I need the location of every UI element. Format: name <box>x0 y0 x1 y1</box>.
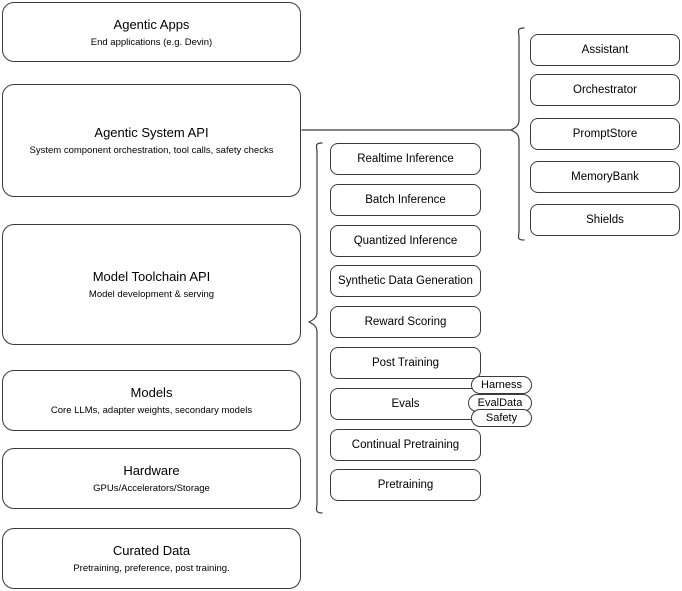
evals-chip-label: Safety <box>485 412 518 424</box>
system-components-brace-icon <box>510 27 525 241</box>
toolchain-item-label: Synthetic Data Generation <box>338 274 473 287</box>
evals-chip-harness[interactable]: Harness <box>471 376 532 394</box>
layer-title: Curated Data <box>112 543 191 558</box>
system-item-shields[interactable]: Shields <box>530 204 680 236</box>
system-item-label: Orchestrator <box>573 83 637 96</box>
layer-subtitle: End applications (e.g. Devin) <box>90 36 213 48</box>
system-item-memorybank[interactable]: MemoryBank <box>530 161 680 193</box>
layer-title: Model Toolchain API <box>92 269 211 284</box>
system-item-label: Assistant <box>581 43 629 56</box>
toolchain-item-batch-inference[interactable]: Batch Inference <box>330 184 481 216</box>
toolchain-item-label: Continual Pretraining <box>351 438 460 451</box>
layer-title: Agentic System API <box>94 125 209 140</box>
system-item-orchestrator[interactable]: Orchestrator <box>530 74 680 106</box>
layer-subtitle: Model development & serving <box>88 289 215 300</box>
layer-subtitle: GPUs/Accelerators/Storage <box>93 483 210 494</box>
system-item-label: MemoryBank <box>571 170 639 183</box>
layer-model-toolchain-api[interactable]: Model Toolchain API Model development & … <box>2 224 301 345</box>
evals-chip-label: EvalData <box>477 397 523 409</box>
evals-chip-label: Harness <box>481 379 522 391</box>
toolchain-item-label: Realtime Inference <box>357 152 454 165</box>
toolchain-item-label: Batch Inference <box>365 193 446 206</box>
toolchain-item-synthetic-data-generation[interactable]: Synthetic Data Generation <box>330 265 481 297</box>
toolchain-item-label: Quantized Inference <box>353 234 458 247</box>
toolchain-brace-icon <box>308 142 323 514</box>
layer-curated-data[interactable]: Curated Data Pretraining, preference, po… <box>2 528 301 589</box>
toolchain-item-evals[interactable]: Evals <box>330 388 481 420</box>
layer-title: Hardware <box>123 463 180 478</box>
system-item-label: Shields <box>586 213 624 226</box>
system-item-label: PromptStore <box>572 127 638 140</box>
evals-chip-safety[interactable]: Safety <box>471 409 532 427</box>
layer-subtitle: Core LLMs, adapter weights, secondary mo… <box>50 405 253 416</box>
system-item-assistant[interactable]: Assistant <box>530 34 680 66</box>
toolchain-item-label: Pretraining <box>377 478 434 491</box>
toolchain-item-post-training[interactable]: Post Training <box>330 347 481 379</box>
layer-hardware[interactable]: Hardware GPUs/Accelerators/Storage <box>2 448 301 509</box>
toolchain-item-pretraining[interactable]: Pretraining <box>330 469 481 501</box>
toolchain-item-label: Reward Scoring <box>364 315 447 328</box>
layer-agentic-apps[interactable]: Agentic Apps End applications (e.g. Devi… <box>2 2 301 62</box>
layer-title: Agentic Apps <box>113 16 190 32</box>
layer-agentic-system-api[interactable]: Agentic System API System component orch… <box>2 84 301 197</box>
layer-models[interactable]: Models Core LLMs, adapter weights, secon… <box>2 370 301 431</box>
toolchain-item-reward-scoring[interactable]: Reward Scoring <box>330 306 481 338</box>
layer-title: Models <box>130 385 173 400</box>
toolchain-item-label: Post Training <box>371 356 440 369</box>
layer-subtitle: System component orchestration, tool cal… <box>29 145 274 156</box>
toolchain-item-label: Evals <box>391 397 420 410</box>
toolchain-item-realtime-inference[interactable]: Realtime Inference <box>330 143 481 175</box>
toolchain-item-continual-pretraining[interactable]: Continual Pretraining <box>330 429 481 461</box>
layer-subtitle: Pretraining, preference, post training. <box>73 563 230 574</box>
toolchain-item-quantized-inference[interactable]: Quantized Inference <box>330 225 481 257</box>
system-item-promptstore[interactable]: PromptStore <box>530 118 680 150</box>
